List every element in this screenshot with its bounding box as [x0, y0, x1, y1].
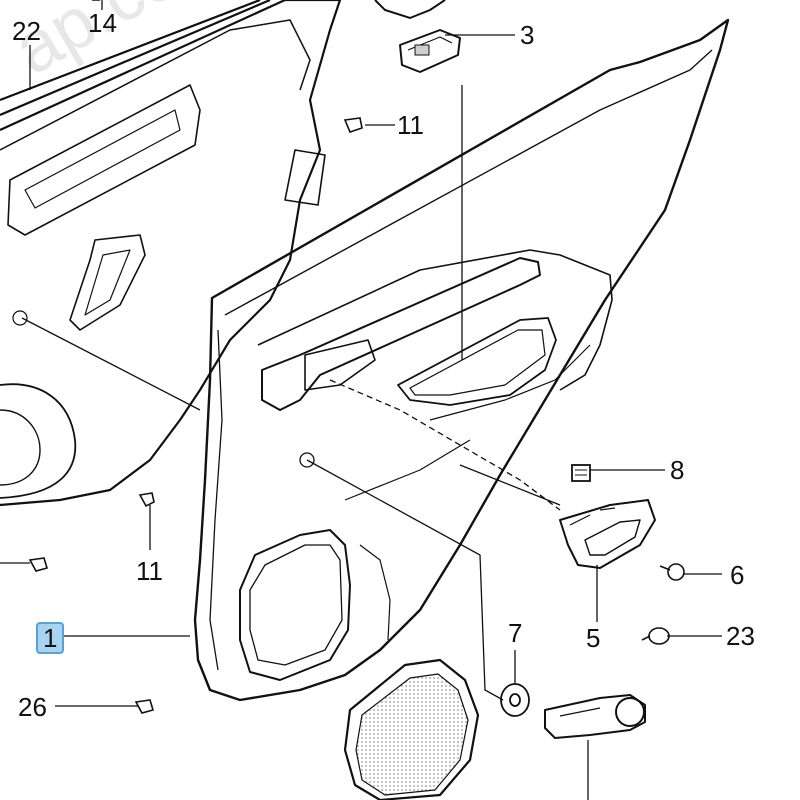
- part-3-switch: [399, 29, 461, 73]
- callout-11-upper: 11: [397, 110, 424, 140]
- leader-lines: [0, 0, 722, 800]
- callout-23: 23: [726, 621, 755, 651]
- part-26-screw: [134, 699, 155, 714]
- callout-14: 14: [88, 8, 117, 38]
- door-trim-panel: [193, 18, 730, 702]
- part-23-plug: [641, 627, 670, 645]
- callout-5: 5: [586, 623, 601, 653]
- callout-22: 22: [12, 16, 41, 46]
- callout-6: 6: [730, 560, 745, 590]
- callout-3: 3: [520, 20, 535, 50]
- top-partial-part: [374, 0, 446, 20]
- callout-1[interactable]: 1: [36, 622, 65, 654]
- left-edge-screw: [28, 557, 49, 572]
- part-8-clip: [571, 464, 591, 482]
- background-door-panel: [0, 0, 342, 507]
- part-5-door-handle: [559, 499, 656, 569]
- callout-26: 26: [18, 692, 47, 722]
- pull-handle: [544, 694, 646, 739]
- callout-7: 7: [508, 618, 523, 648]
- part-11-clip-upper: [343, 117, 363, 133]
- speaker-grille: [343, 658, 480, 800]
- callout-11-lower: 11: [136, 556, 163, 586]
- part-6-screw: [659, 563, 685, 581]
- callout-8: 8: [670, 455, 685, 485]
- part-7-washer: [500, 683, 530, 717]
- part-11-clip-lower: [138, 492, 155, 508]
